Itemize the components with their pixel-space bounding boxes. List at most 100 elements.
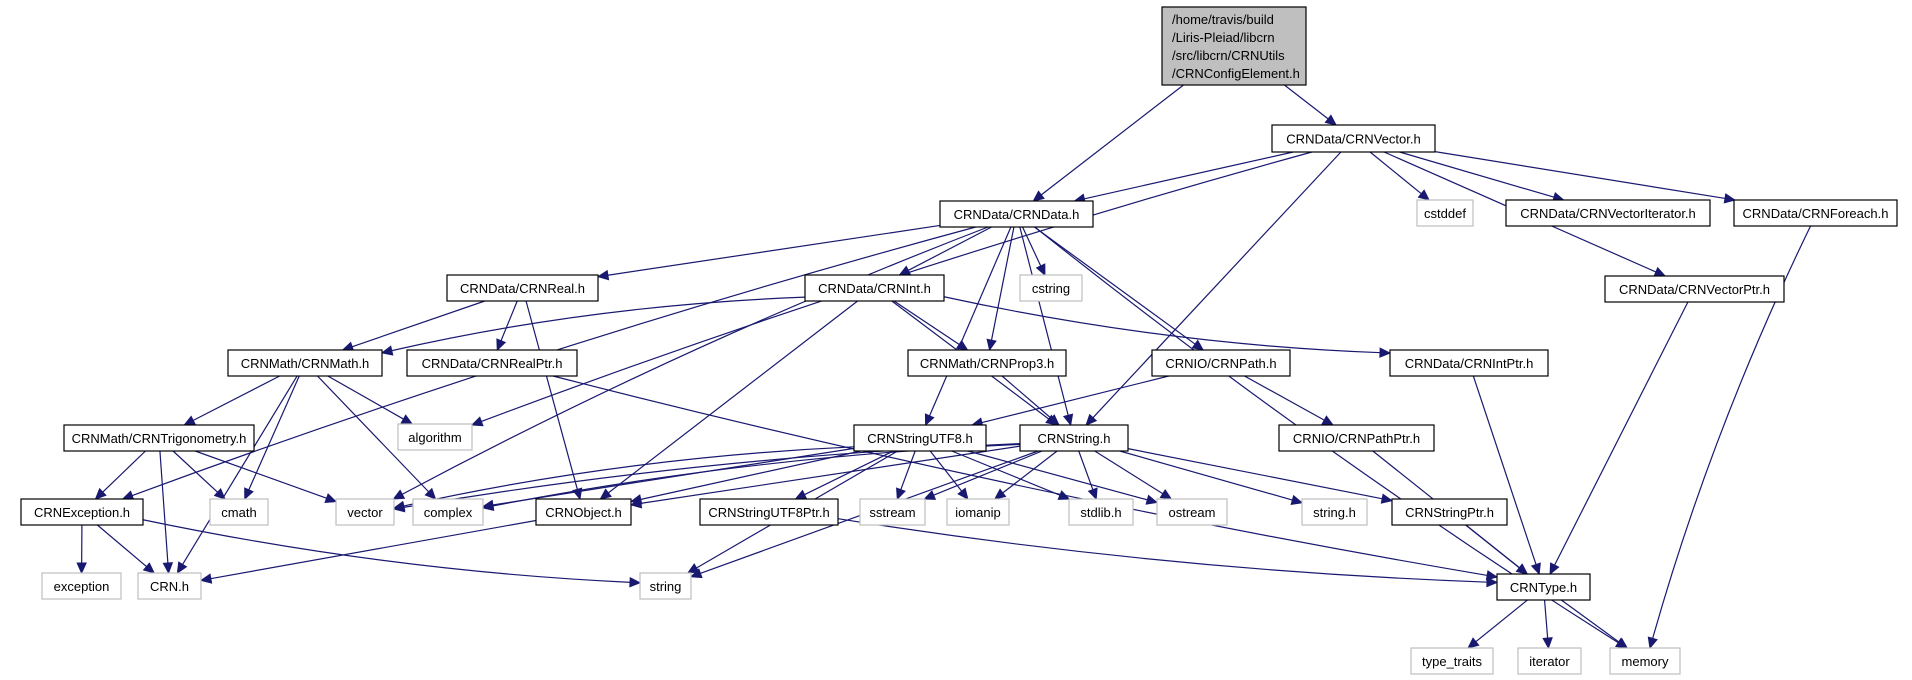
node-box [853,424,987,452]
arrowhead-icon [1035,263,1046,277]
arrowhead-icon [1062,413,1074,427]
node-iterator: iterator [1517,647,1582,675]
arrowhead-icon [898,265,912,276]
node-pathptr[interactable]: CRNIO/CRNPathPtr.h [1278,424,1435,452]
node-object[interactable]: CRNObject.h [535,498,632,526]
edge-vector-h-to-string-h [1091,151,1342,419]
node-intptr[interactable]: CRNData/CRNIntPtr.h [1389,349,1549,377]
node-box [1496,573,1591,601]
arrowhead-icon [596,269,610,281]
node-label: CRNException.h [34,505,130,520]
arrowhead-icon [142,562,156,574]
arrowhead-icon [1379,347,1392,358]
edge-path-to-utf8 [980,375,1169,424]
node-box [804,274,945,302]
node-trig[interactable]: CRNMath/CRNTrigonometry.h [63,424,255,452]
edge-trig-to-exception-h [101,450,146,494]
arrowhead-icon [481,500,495,512]
arrowhead-icon [1191,339,1205,351]
node-box [699,498,839,526]
node-data-h[interactable]: CRNData/CRNData.h [939,200,1094,228]
node-box [335,498,395,526]
node-vectorptr[interactable]: CRNData/CRNVectorPtr.h [1604,275,1785,303]
edge-root-to-data-h [1040,84,1184,196]
node-label: type_traits [1422,654,1482,669]
edge-string-h-to-iomanip [1001,450,1058,494]
arrowhead-icon [1515,563,1529,575]
edge-string-h-to-ostream [1094,450,1164,495]
edge-data-h-to-int [907,226,992,272]
edge-math-to-algorithm [327,375,405,421]
node-box [639,572,692,600]
edge-int-to-math [390,296,806,352]
node-label: sstream [869,505,915,520]
arrowhead-icon [1542,637,1553,650]
edge-string-h-to-stdlib [1078,450,1094,491]
edge-math-to-trig [192,375,280,422]
arrowhead-icon [955,339,969,351]
edge-intptr-to-type [1472,375,1537,566]
arrowhead-icon [1324,114,1338,126]
arrowhead-icon [213,487,226,500]
node-label: CRNObject.h [545,505,622,520]
node-stringptr[interactable]: CRNStringPtr.h [1391,498,1508,526]
arrowhead-icon [392,502,406,513]
edge-object-to-crn [209,519,537,580]
node-label: iomanip [955,505,1001,520]
arrowhead-icon [176,561,188,575]
node-label: memory [1622,654,1669,669]
root-line-2: /Liris-Pleiad/libcrn [1172,30,1275,45]
arrowhead-icon [1653,266,1667,277]
edge-vector-h-to-foreach [1434,151,1727,200]
arrowhead-icon [629,498,643,509]
node-realptr[interactable]: CRNData/CRNRealPtr.h [406,349,578,377]
edge-type-to-type-traits [1474,599,1528,643]
node-vector-h[interactable]: CRNData/CRNVector.h [1271,124,1436,153]
arrowhead-icon [183,415,197,426]
node-real[interactable]: CRNData/CRNReal.h [446,274,599,302]
node-box [1517,647,1582,675]
node-box [397,423,473,451]
arrowhead-icon [1417,189,1430,201]
arrowhead-icon [76,562,87,575]
node-box [1733,199,1898,227]
node-box [1604,275,1785,303]
edge-data-h-to-cstring [1022,226,1042,268]
node-utf8[interactable]: CRNStringUTF8.h [853,424,987,452]
edge-trig-to-cmath [172,450,219,494]
node-label: vector [347,505,383,520]
arrowhead-icon [94,487,107,500]
edge-root-to-vector-h [1284,84,1330,120]
node-label: CRNData/CRNVectorPtr.h [1619,282,1770,297]
node-label: CRNData/CRNForeach.h [1743,206,1889,221]
edge-utf8-to-stdlib [951,450,1062,497]
arrowhead-icon [689,568,703,579]
node-path[interactable]: CRNIO/CRNPath.h [1151,349,1291,377]
node-string-h[interactable]: CRNString.h [1019,424,1129,452]
arrowhead-icon [380,345,394,356]
node-exception-h[interactable]: CRNException.h [20,498,144,526]
node-prop3[interactable]: CRNMath/CRNProp3.h [907,349,1067,377]
edge-vector-h-to-data-h [1083,151,1294,200]
node-box [1416,199,1474,227]
arrowhead-icon [424,487,437,500]
node-label: stdlib.h [1080,505,1121,520]
node-foreach[interactable]: CRNData/CRNForeach.h [1733,199,1898,227]
arrowhead-icon [1085,413,1098,426]
arrowhead-icon [1486,576,1499,588]
node-label: CRNStringUTF8.h [867,431,972,446]
nodes-layer: /home/travis/build /Liris-Pleiad/libcrn … [20,6,1898,675]
node-math[interactable]: CRNMath/CRNMath.h [227,349,383,377]
arrowhead-icon [199,573,213,584]
node-vectoriter[interactable]: CRNData/CRNVectorIterator.h [1505,199,1711,227]
root-line-1: /home/travis/build [1172,12,1274,27]
node-box [907,349,1067,377]
node-root: /home/travis/build /Liris-Pleiad/libcrn … [1161,6,1307,86]
edge-utf8-to-sstream [899,450,916,491]
arrowhead-icon [470,416,484,427]
node-int[interactable]: CRNData/CRNInt.h [804,274,945,302]
node-utf8ptr[interactable]: CRNStringUTF8Ptr.h [699,498,839,526]
node-type[interactable]: CRNType.h [1496,573,1591,601]
node-ostream: ostream [1156,498,1228,526]
node-box [1389,349,1549,377]
